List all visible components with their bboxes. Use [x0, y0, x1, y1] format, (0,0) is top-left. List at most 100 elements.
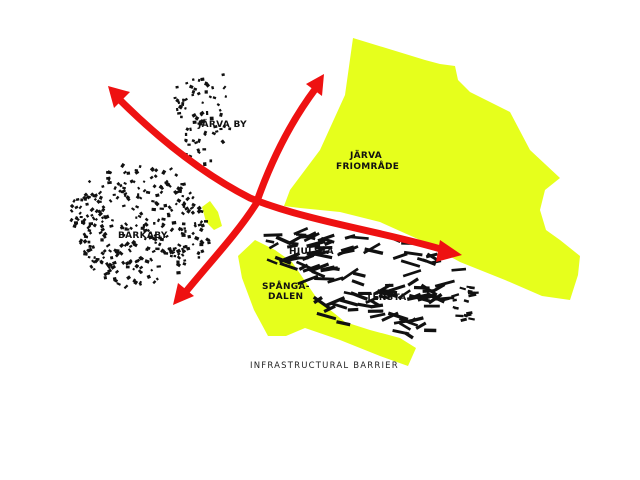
building-footprint [78, 205, 83, 210]
building-footprint [107, 180, 112, 185]
building-footprint [135, 195, 140, 200]
building-footprint [106, 271, 111, 276]
label-jarva-friomrade-2: FRIOMRÅDE [336, 161, 399, 172]
building-footprint [121, 204, 126, 208]
arrow-heads [108, 74, 462, 305]
building-footprint [423, 304, 440, 308]
building-footprint [152, 184, 157, 189]
building-footprint [398, 321, 412, 331]
building-footprint [144, 217, 149, 222]
building-footprint [196, 251, 201, 256]
building-footprint [275, 235, 292, 246]
building-footprint [191, 202, 196, 207]
building-footprint [193, 222, 197, 226]
building-footprint [459, 286, 467, 291]
building-footprint [266, 258, 278, 265]
building-footprint [118, 189, 122, 193]
building-footprint [122, 170, 127, 175]
building-footprint [87, 240, 91, 244]
building-footprint [97, 190, 103, 195]
building-footprint [114, 250, 120, 255]
label-hjulsta: HJULSTA [289, 247, 334, 257]
building-footprint [455, 314, 464, 318]
building-footprint [123, 191, 128, 196]
small-green-area [202, 201, 222, 230]
building-footprint [199, 119, 205, 124]
building-footprint [369, 312, 386, 319]
building-footprint [200, 249, 205, 254]
building-footprint [108, 262, 114, 268]
building-footprint [310, 262, 330, 273]
building-footprint [468, 317, 475, 321]
building-footprint [365, 295, 379, 305]
building-footprint [91, 245, 96, 249]
building-footprint [176, 260, 180, 264]
building-footprint [140, 226, 145, 230]
building-footprint [263, 233, 283, 237]
building-footprint [93, 193, 98, 198]
building-footprint [180, 253, 185, 257]
building-footprint [203, 220, 209, 223]
building-footprint [182, 245, 188, 249]
building-footprint [176, 255, 182, 260]
building-footprint [311, 270, 326, 278]
building-footprint [196, 209, 202, 214]
building-footprint [317, 233, 335, 243]
building-footprint [193, 87, 198, 91]
building-footprint [98, 230, 103, 235]
building-footprint [116, 282, 121, 286]
label-jarva-friomrade-1: JÄRVA [349, 150, 382, 161]
building-footprint [173, 189, 179, 195]
building-footprint [93, 259, 99, 264]
building-footprint [312, 252, 333, 260]
building-footprint [82, 239, 88, 244]
building-footprint [357, 302, 373, 309]
building-footprint [125, 241, 130, 247]
building-footprint [469, 286, 475, 290]
building-footprint [96, 199, 101, 204]
building-footprint [370, 303, 384, 309]
building-footprint [83, 235, 89, 239]
building-footprint [211, 131, 217, 136]
building-footprint [199, 242, 204, 247]
building-footprint [314, 277, 335, 281]
building-footprint [120, 162, 126, 169]
building-footprint [169, 167, 173, 171]
building-footprint [138, 269, 144, 274]
building-footprint [202, 162, 207, 167]
building-footprint [216, 103, 221, 107]
building-footprint [108, 249, 113, 253]
building-footprint [149, 175, 154, 180]
building-footprint [471, 291, 479, 295]
building-footprint [279, 261, 298, 271]
building-footprint [265, 239, 275, 244]
building-footprint [91, 259, 95, 263]
building-footprint [186, 208, 192, 214]
building-footprint [181, 182, 187, 187]
building-footprint [137, 186, 141, 190]
building-footprint [323, 239, 333, 247]
tensta-buildings [297, 233, 467, 340]
building-footprint [139, 211, 144, 216]
building-footprint [180, 211, 186, 216]
building-footprint [114, 252, 120, 258]
building-footprint [100, 227, 106, 232]
building-footprint [367, 309, 384, 313]
arrow-head-sw [173, 283, 194, 305]
building-footprint [126, 171, 131, 175]
building-footprint [88, 222, 94, 226]
building-footprint [415, 321, 427, 330]
building-footprint [154, 168, 159, 173]
building-footprint [142, 188, 147, 193]
building-footprint [122, 234, 126, 237]
building-footprint [132, 242, 138, 248]
building-footprint [194, 140, 199, 145]
building-footprint [87, 179, 92, 184]
building-footprint [177, 252, 181, 256]
building-footprint [460, 317, 468, 323]
building-footprint [185, 196, 191, 202]
arrow-ne-to-sw-line [181, 85, 319, 297]
building-footprint [209, 159, 213, 163]
building-footprint [101, 184, 105, 189]
building-footprint [126, 275, 132, 281]
